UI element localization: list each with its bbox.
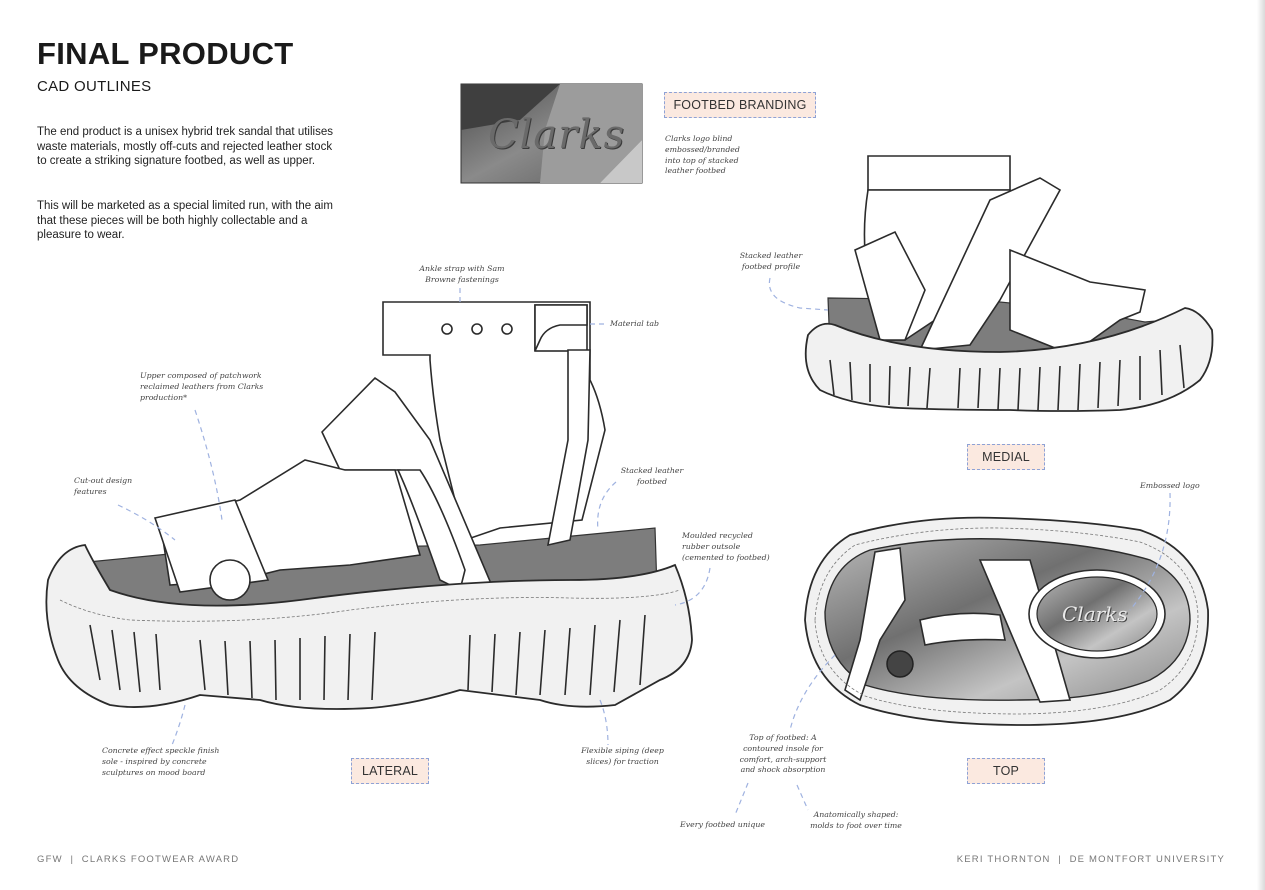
cutout-note: Cut-out design features [74, 476, 133, 496]
annotation-leaders [117, 277, 1171, 816]
top-view-logo: Clarks [1062, 602, 1128, 626]
concrete-note: Concrete effect speckle finish sole - in… [102, 746, 220, 777]
material-tab-note: Material tab [610, 319, 659, 328]
medial-profile-note: Stacked leather footbed profile [739, 251, 803, 271]
medial-sandal-drawing [804, 155, 1214, 412]
clarks-logo: Clarks [488, 112, 626, 158]
footbed-branding-tag: FOOTBED BRANDING [664, 92, 816, 118]
intro-paragraph-2: This will be marketed as a special limit… [37, 200, 333, 242]
embossed-logo-note: Embossed logo [1140, 481, 1200, 490]
footbed-branding-image [460, 83, 643, 184]
top-footbed-note: Top of footbed: A contoured insole for c… [739, 733, 827, 775]
top-tag: TOP [967, 758, 1045, 784]
unique-note: Every footbed unique [680, 820, 765, 829]
ankle-strap-note: Ankle strap with Sam Browne fastenings [419, 264, 505, 284]
medial-tag: MEDIAL [967, 444, 1045, 470]
top-sandal-drawing [804, 516, 1209, 726]
footer-left: GFW | CLARKS FOOTWEAR AWARD [37, 854, 240, 865]
lateral-sandal-drawing [45, 301, 693, 710]
page-subtitle: CAD OUTLINES [37, 78, 152, 95]
page-edge-shadow [1257, 0, 1265, 890]
upper-note: Upper composed of patchwork reclaimed le… [140, 371, 264, 402]
anatomic-note: Anatomically shaped: molds to foot over … [810, 810, 902, 830]
page-title: FINAL PRODUCT [37, 36, 294, 71]
branding-note: Clarks logo blind embossed/branded into … [665, 134, 740, 176]
stacked-footbed-note: Stacked leather footbed [620, 466, 684, 486]
outsole-note: Moulded recycled rubber outsole (cemente… [682, 531, 770, 562]
lateral-tag: LATERAL [351, 758, 429, 784]
siping-note: Flexible siping (deep slices) for tracti… [581, 746, 664, 766]
footer-right: KERI THORNTON | DE MONTFORT UNIVERSITY [956, 854, 1225, 865]
intro-paragraph-1: The end product is a unisex hybrid trek … [37, 126, 333, 168]
